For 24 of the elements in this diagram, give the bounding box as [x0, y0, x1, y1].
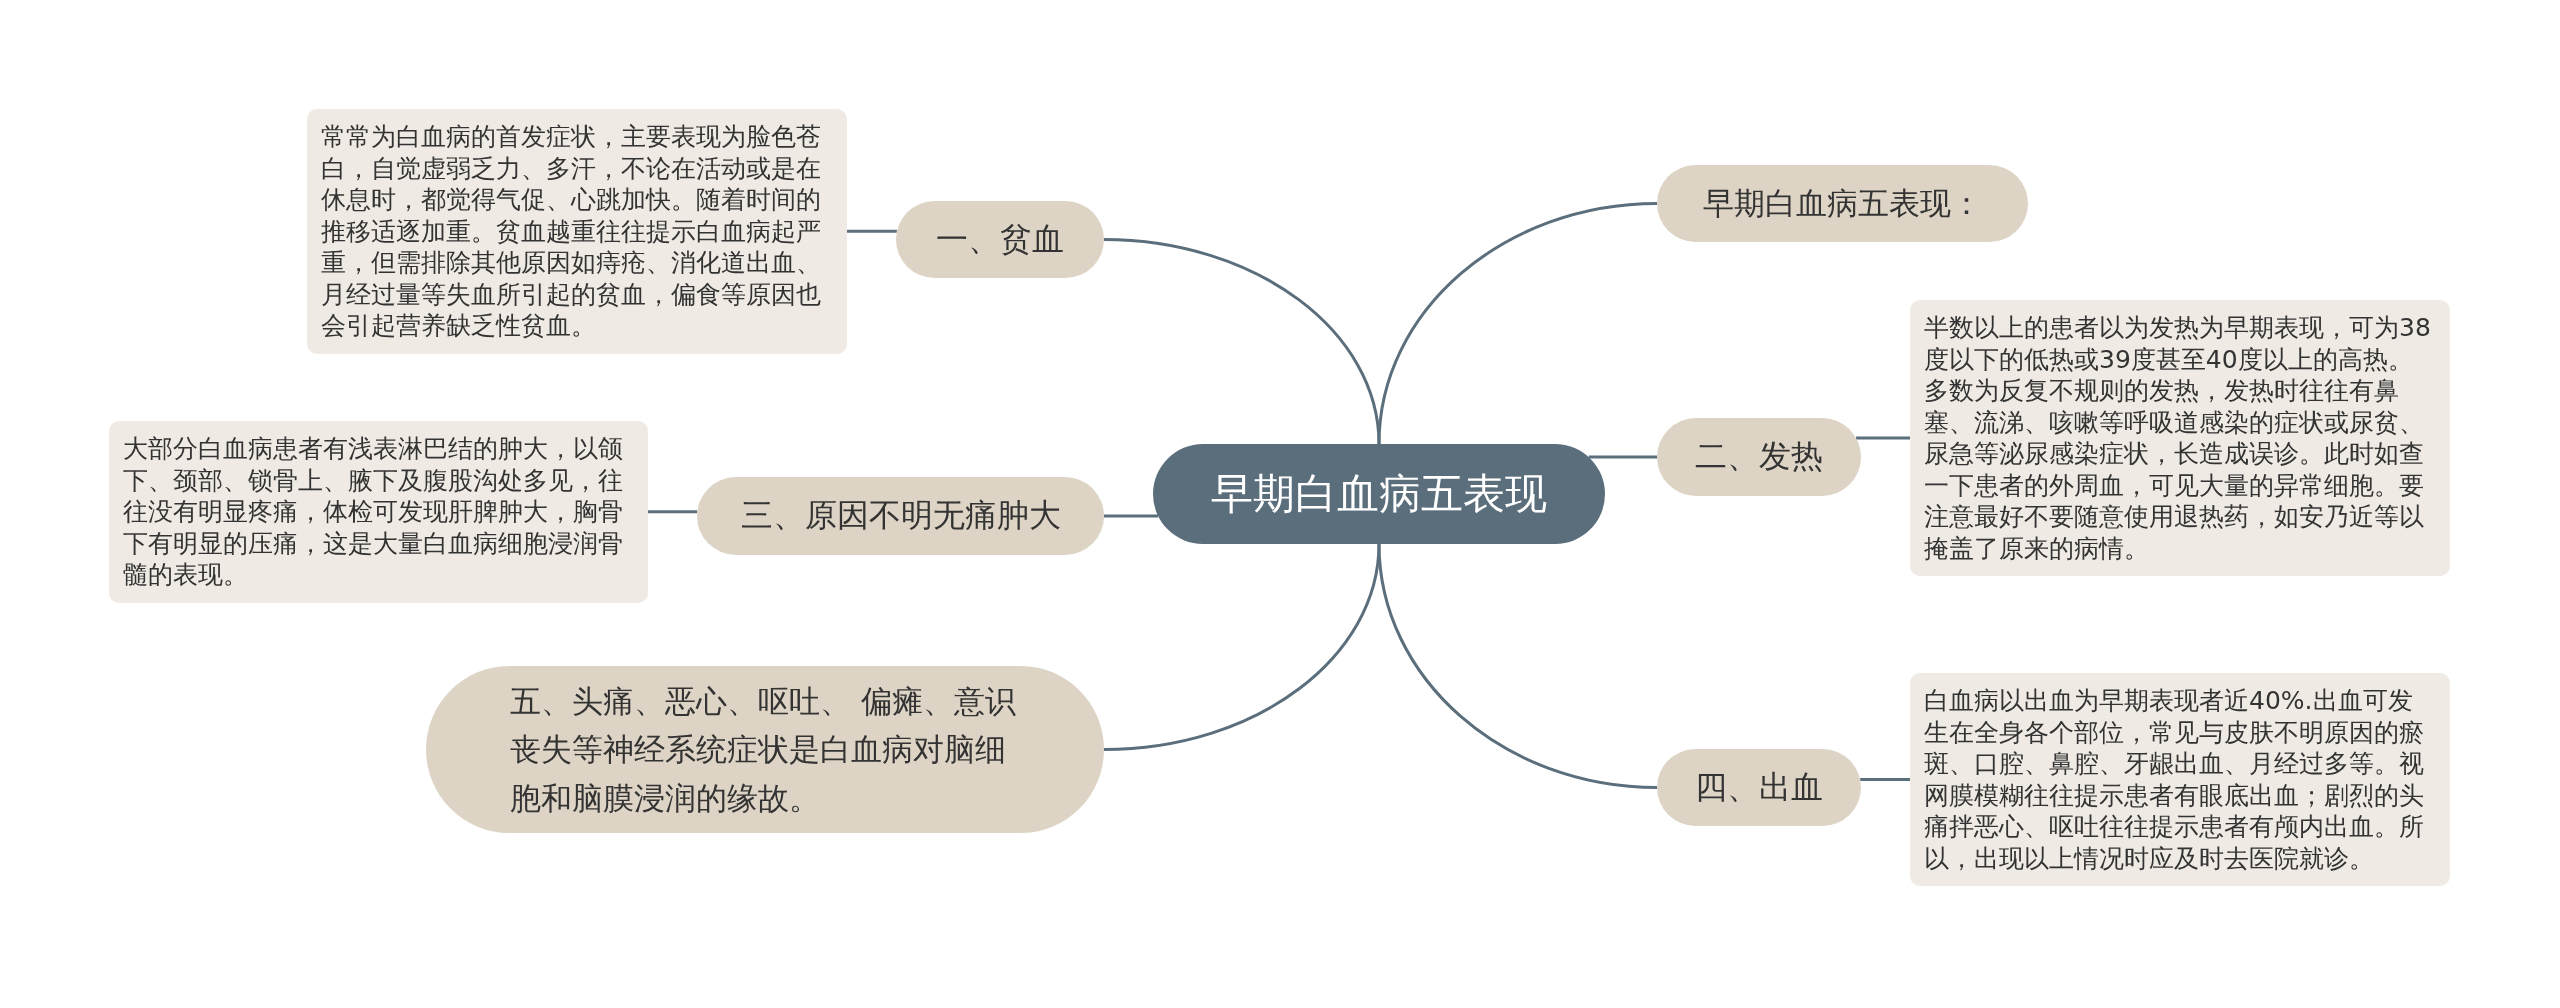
branch-label: 早期白血病五表现：: [1703, 184, 1982, 224]
connector-line: [1104, 514, 1159, 518]
note-text: 半数以上的患者以为发热为早期表现，可为38度以下的低热或39度甚至40度以上的高热。多数为反复不规则的发热，发热时往往有鼻塞、流涕、咳嗽等呼吸道感染的症状或尿贫、尿急等泌尿感染症状，长造成误诊。此时如查一下患者的外周血，可见大量的异常细胞。要注意最好不要随意使用退热药，如安乃近等以掩盖了原来的病情。: [1924, 312, 2432, 564]
note-text: 白血病以出血为早期表现者近40%.出血可发生在全身各个部位，常见与皮肤不明原因的瘀斑、口腔、鼻腔、牙龈出血、月经过多等。视网膜模糊往往提示患者有眼底出血；剧烈的头痛拌恶心、呕吐往往提示患者有颅内出血。所以，出现以上情况时应及时去医院就诊。: [1924, 685, 2425, 874]
central-topic-label: 早期白血病五表现: [1211, 468, 1547, 520]
connector-line: [1588, 455, 1657, 459]
note-text: 常常为白血病的首发症状，主要表现为脸色苍白，自觉虚弱乏力、多汗，不论在活动或是在休息时，都觉得气促、心跳加快。随着时间的推移适逐加重。贫血越重往往提示白血病起严重，但需排除其他原因如痔疮、消化道出血、月经过量等失血所引起的贫血，偏食等原因也会引起营养缺乏性贫血。: [321, 121, 822, 342]
branch-label: 三、原因不明无痛肿大: [740, 495, 1061, 537]
branch-label: 五、头痛、恶心、呕吐、 偏瘫、意识丧失等神经系统症状是白血病对脑细胞和脑膜浸润的缘故。: [510, 682, 1017, 818]
branch-label: 四、出血: [1695, 766, 1823, 808]
note-card: [307, 109, 847, 354]
connector-line: [1377, 202, 1658, 445]
connector-line: [1860, 778, 1910, 781]
note-card: [109, 421, 648, 603]
connector-line: [1377, 543, 1658, 789]
connector-line: [1103, 238, 1381, 445]
note-text: 大部分白血病患者有浅表淋巴结的肿大，以颌下、颈部、锁骨上、腋下及腹股沟处多见，往往没有明显疼痛，体检可发现肝脾肿大，胸骨下有明显的压痛，这是大量白血病细胞浸润骨髓的表现。: [123, 433, 624, 591]
connector-line: [648, 510, 698, 514]
note-card: [1910, 673, 2450, 886]
branch-label: 二、发热: [1695, 436, 1823, 478]
connector-line: [1103, 543, 1381, 751]
connector-line: [847, 229, 897, 233]
connector-line: [1856, 436, 1910, 440]
branch-label: 一、贫血: [936, 218, 1064, 260]
